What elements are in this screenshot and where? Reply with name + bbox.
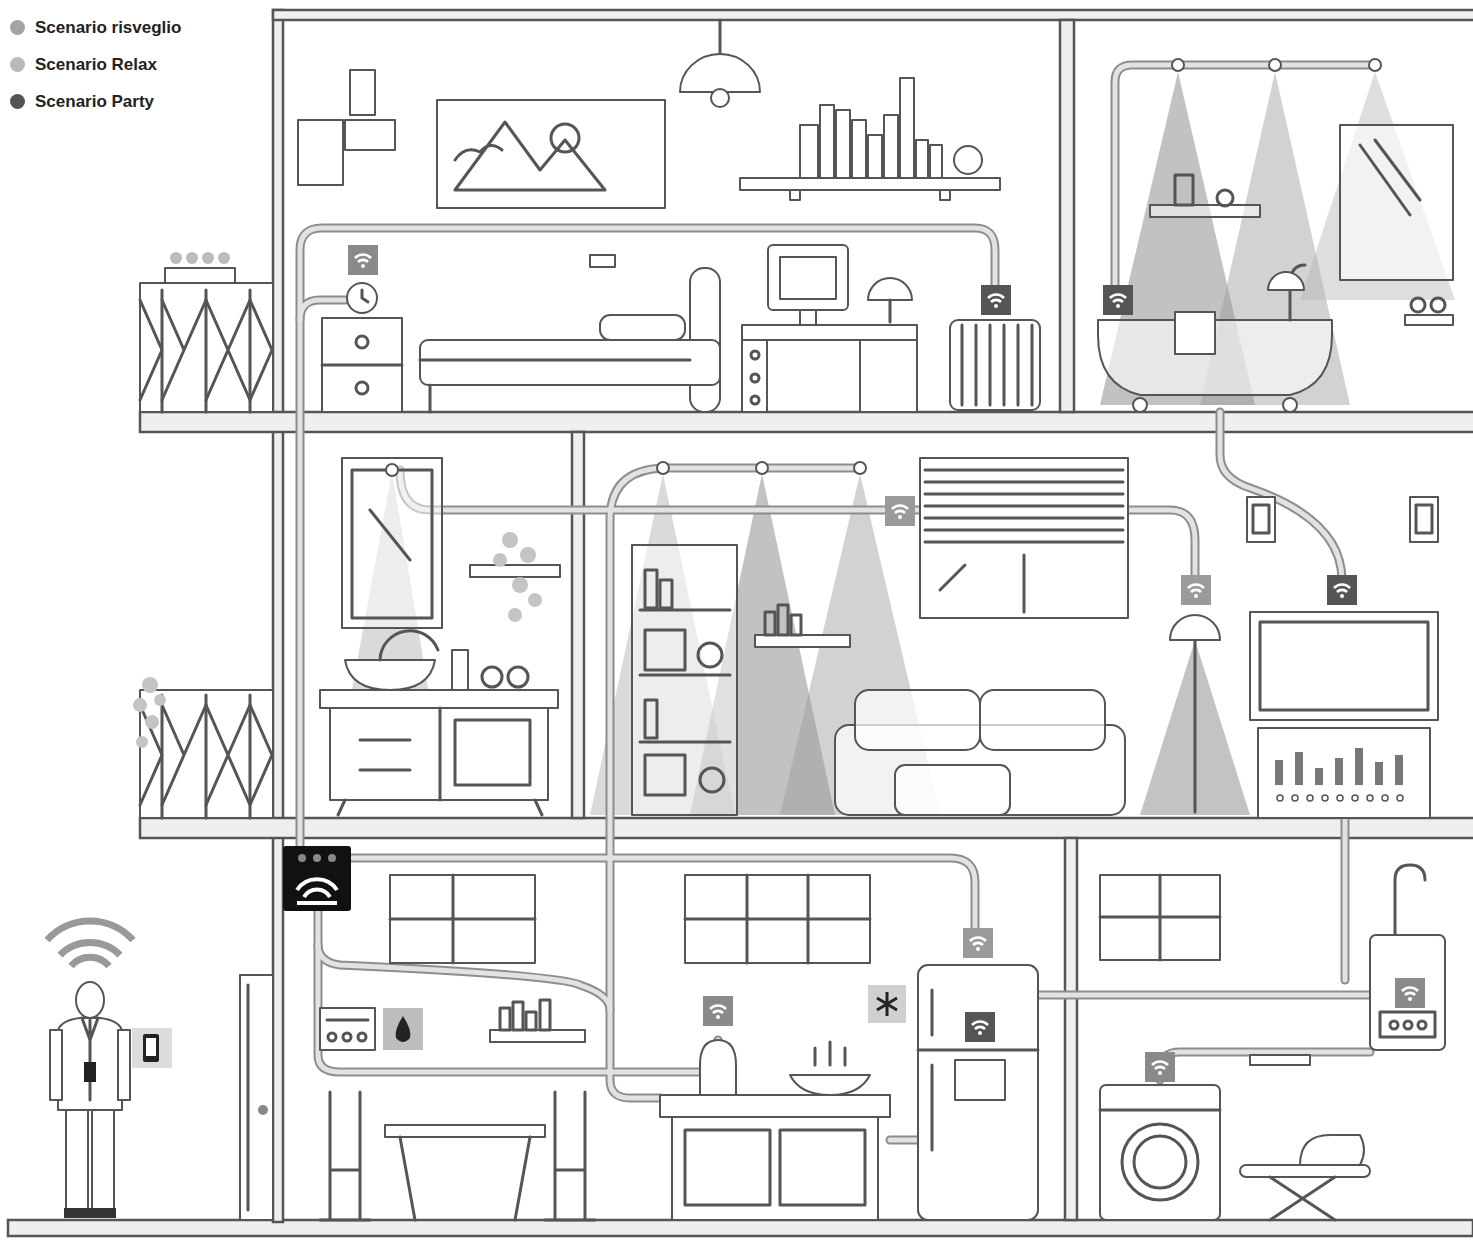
home-hub xyxy=(283,846,351,911)
floor-slab xyxy=(140,412,1473,432)
wifi-icon xyxy=(1103,285,1133,315)
building-structure xyxy=(8,10,1473,1236)
door xyxy=(240,975,273,1220)
balcony xyxy=(140,252,273,412)
legend: Scenario risveglioScenario RelaxScenario… xyxy=(10,9,181,120)
roof xyxy=(273,10,1473,20)
wifi-icon xyxy=(1181,575,1211,605)
wifi-icon xyxy=(348,245,378,275)
wifi-devices xyxy=(348,245,1425,1082)
washroom xyxy=(320,458,560,815)
wifi-icon xyxy=(1145,1052,1175,1082)
wifi-icon xyxy=(963,928,993,958)
bathroom xyxy=(1098,59,1453,412)
floor-slab xyxy=(140,818,1473,838)
legend-item: Scenario Relax xyxy=(10,46,181,83)
outer-wall xyxy=(273,10,283,1222)
legend-swatch xyxy=(10,57,25,72)
wifi-icon xyxy=(965,1012,995,1042)
legend-item: Scenario risveglio xyxy=(10,9,181,46)
laundry xyxy=(1100,865,1445,1220)
living-room xyxy=(632,458,1438,818)
wifi-icon xyxy=(703,996,733,1026)
cables xyxy=(300,65,1410,1140)
cooling-icon xyxy=(868,985,906,1023)
person-with-phone xyxy=(47,921,172,1218)
legend-swatch xyxy=(10,20,25,35)
partition-wall xyxy=(572,432,584,818)
legend-text: Scenario risveglio xyxy=(35,18,181,38)
legend-item: Scenario Party xyxy=(10,83,181,120)
wifi-icon xyxy=(1327,575,1357,605)
kitchen xyxy=(320,875,1038,1220)
legend-swatch xyxy=(10,94,25,109)
wifi-icon xyxy=(981,285,1011,315)
legend-text: Scenario Relax xyxy=(35,55,157,75)
wifi-icon xyxy=(885,496,915,526)
bedroom xyxy=(298,20,1040,412)
partition-wall xyxy=(1060,20,1074,412)
gas-icon xyxy=(383,1008,423,1050)
ground xyxy=(8,1220,1473,1236)
wifi-icon xyxy=(1395,978,1425,1008)
legend-text: Scenario Party xyxy=(35,92,154,112)
partition-wall xyxy=(1065,838,1077,1220)
balcony xyxy=(133,677,273,818)
